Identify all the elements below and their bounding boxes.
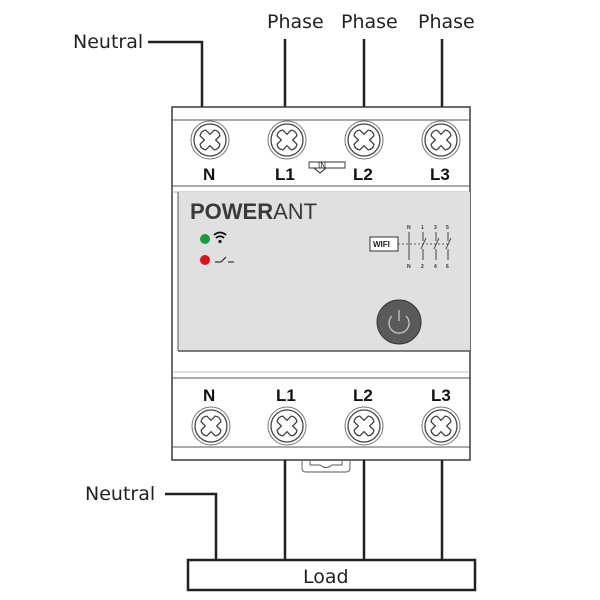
input-neutral-label: Neutral <box>73 31 143 53</box>
schematic-top-1: 1 <box>421 225 424 231</box>
bottom-terminal-l2 <box>344 406 384 446</box>
input-arrow-label: IN <box>318 161 326 170</box>
output-neutral-label: Neutral <box>85 483 155 505</box>
schematic-top-3: 3 <box>434 225 437 231</box>
brand-logo-bold: POWER <box>190 199 273 224</box>
wifi-status-led <box>200 234 210 244</box>
bottom-terminal-label-n: N <box>203 386 215 405</box>
schematic-top-n: N <box>407 225 411 231</box>
top-terminal-label-l1: L1 <box>275 165 295 184</box>
schematic-bottom-4: 4 <box>434 264 437 270</box>
bottom-terminal-label-l3: L3 <box>431 386 451 405</box>
input-wires <box>148 39 444 107</box>
screw-cross-icon <box>276 415 298 437</box>
schematic-top-5: 5 <box>446 225 449 231</box>
switch-contact-icon <box>215 256 234 263</box>
load-box: Load <box>186 558 477 592</box>
bottom-terminal-n <box>191 406 231 446</box>
top-terminal-n <box>190 120 230 160</box>
bottom-terminal-l1 <box>267 406 307 446</box>
bottom-terminal-label-l1: L1 <box>276 386 296 405</box>
din-rail-clip <box>301 460 351 473</box>
relay-status-led <box>200 255 210 265</box>
screw-cross-icon <box>353 129 375 151</box>
brand-logo-light: ANT <box>273 199 317 224</box>
screw-cross-icon <box>430 129 452 151</box>
bottom-terminal-label-l2: L2 <box>353 386 373 405</box>
schematic-bottom-6: 6 <box>446 264 449 270</box>
power-icon <box>388 310 410 334</box>
wifi-label: WIFI <box>373 240 390 249</box>
input-neutral-wire <box>148 40 204 107</box>
front-panel: POWERANT WIFI <box>177 192 470 352</box>
wifi-icon <box>213 231 227 244</box>
input-phase-label-l1: Phase <box>267 11 324 33</box>
bottom-terminal-block: N L1 L2 L3 <box>191 386 461 446</box>
top-terminal-l2 <box>344 120 384 160</box>
top-terminal-l3 <box>421 120 461 160</box>
screw-cross-icon <box>353 415 375 437</box>
bottom-terminal-l3 <box>421 406 461 446</box>
wifi-relay-schematic: WIFI N 1 3 5 N 2 4 6 <box>369 225 452 270</box>
input-phase-label-l2: Phase <box>341 11 398 33</box>
power-button[interactable] <box>376 299 422 345</box>
schematic-bottom-2: 2 <box>421 264 424 270</box>
top-terminal-label-l2: L2 <box>353 165 373 184</box>
screw-cross-icon <box>276 129 298 151</box>
input-phase-label-l3: Phase <box>418 11 475 33</box>
brand-logo: POWERANT <box>190 199 317 224</box>
top-terminal-label-n: N <box>203 165 215 184</box>
screw-cross-icon <box>430 415 452 437</box>
top-terminal-block: N L1 L2 L3 IN <box>190 120 461 184</box>
load-label: Load <box>303 566 349 588</box>
input-arrow-icon: IN <box>308 161 346 174</box>
screw-cross-icon <box>199 129 221 151</box>
output-neutral-wire <box>165 492 218 560</box>
output-wires <box>165 460 444 560</box>
top-terminal-l1 <box>267 120 307 160</box>
schematic-bottom-n: N <box>407 264 411 270</box>
top-terminal-label-l3: L3 <box>430 165 450 184</box>
screw-cross-icon <box>200 415 222 437</box>
